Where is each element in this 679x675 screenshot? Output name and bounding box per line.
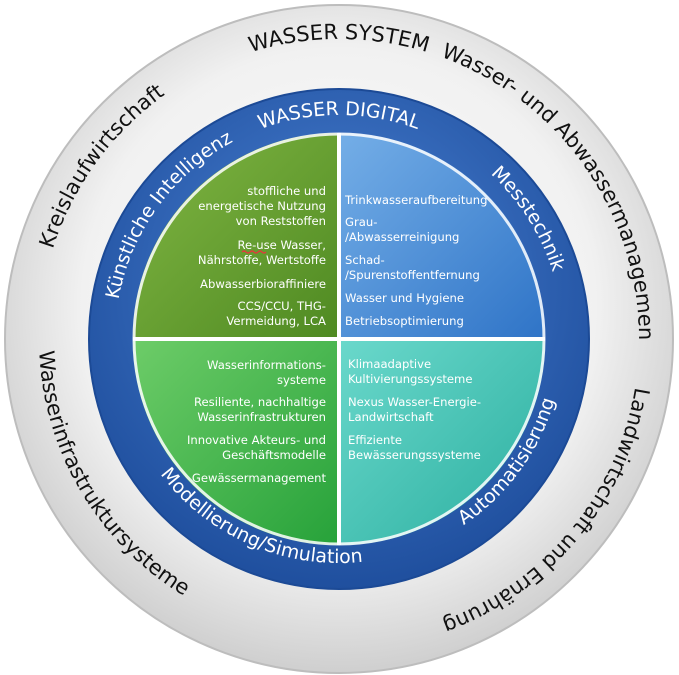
bl-line: Gewässermanagement	[192, 471, 327, 485]
tr-line: Wasser und Hygiene	[345, 291, 464, 305]
quadrant-top-right	[341, 133, 545, 337]
br-line: Klimaadaptive	[348, 357, 431, 371]
bl-line: Geschäftsmodelle	[222, 448, 326, 462]
tl-line: energetische Nutzung	[198, 199, 326, 213]
tr-line: /Spurenstoffentfernung	[345, 268, 480, 282]
br-line: Effiziente	[348, 433, 402, 447]
tl-line: stoffliche und	[247, 184, 326, 198]
bl-line: Resiliente, nachhaltige	[194, 395, 326, 409]
quadrant-top-left	[133, 133, 337, 337]
br-line: Landwirtschaft	[348, 410, 434, 424]
bl-line: systeme	[277, 373, 326, 387]
br-line: Bewässerungssysteme	[348, 448, 481, 462]
tr-line: /Abwasserreinigung	[345, 230, 459, 244]
bl-line: Wasserinfrastrukturen	[197, 410, 326, 424]
tl-line: CCS/CCU, THG-	[238, 299, 326, 313]
tl-line: Abwasserbioraffiniere	[200, 277, 326, 291]
quadrant-top-right-text: Trinkwasseraufbereitung Grau- /Abwasserr…	[344, 193, 488, 328]
bl-line: Wasserinformations-	[207, 358, 326, 372]
tr-line: Grau-	[345, 215, 377, 229]
tl-line: Vermeidung, LCA	[226, 314, 326, 328]
tl-line: Re-use Wasser,	[237, 238, 326, 252]
quadrant-bottom-right	[341, 341, 545, 545]
br-line: Nexus Wasser-Energie-	[348, 395, 481, 409]
quadrant-bottom-left-text: Wasserinformations- systeme Resiliente, …	[187, 358, 326, 485]
tr-line: Trinkwasseraufbereitung	[344, 193, 488, 207]
spellcheck-underline	[241, 250, 267, 254]
tr-line: Betriebsoptimierung	[345, 314, 464, 328]
tr-line: Schad-	[345, 253, 385, 267]
quadrant-bottom-left	[133, 341, 337, 545]
tl-line: Nährstoffe, Wertstoffe	[198, 253, 326, 267]
quadrant-bottom-right-text: Klimaadaptive Kultivierungssysteme Nexus…	[348, 357, 481, 462]
br-line: Kultivierungssysteme	[348, 372, 473, 386]
bl-line: Innovative Akteurs- und	[187, 433, 326, 447]
tl-line: von Reststoffen	[236, 214, 326, 228]
quadrant-top-left-text: stoffliche und energetische Nutzung von …	[198, 184, 326, 328]
